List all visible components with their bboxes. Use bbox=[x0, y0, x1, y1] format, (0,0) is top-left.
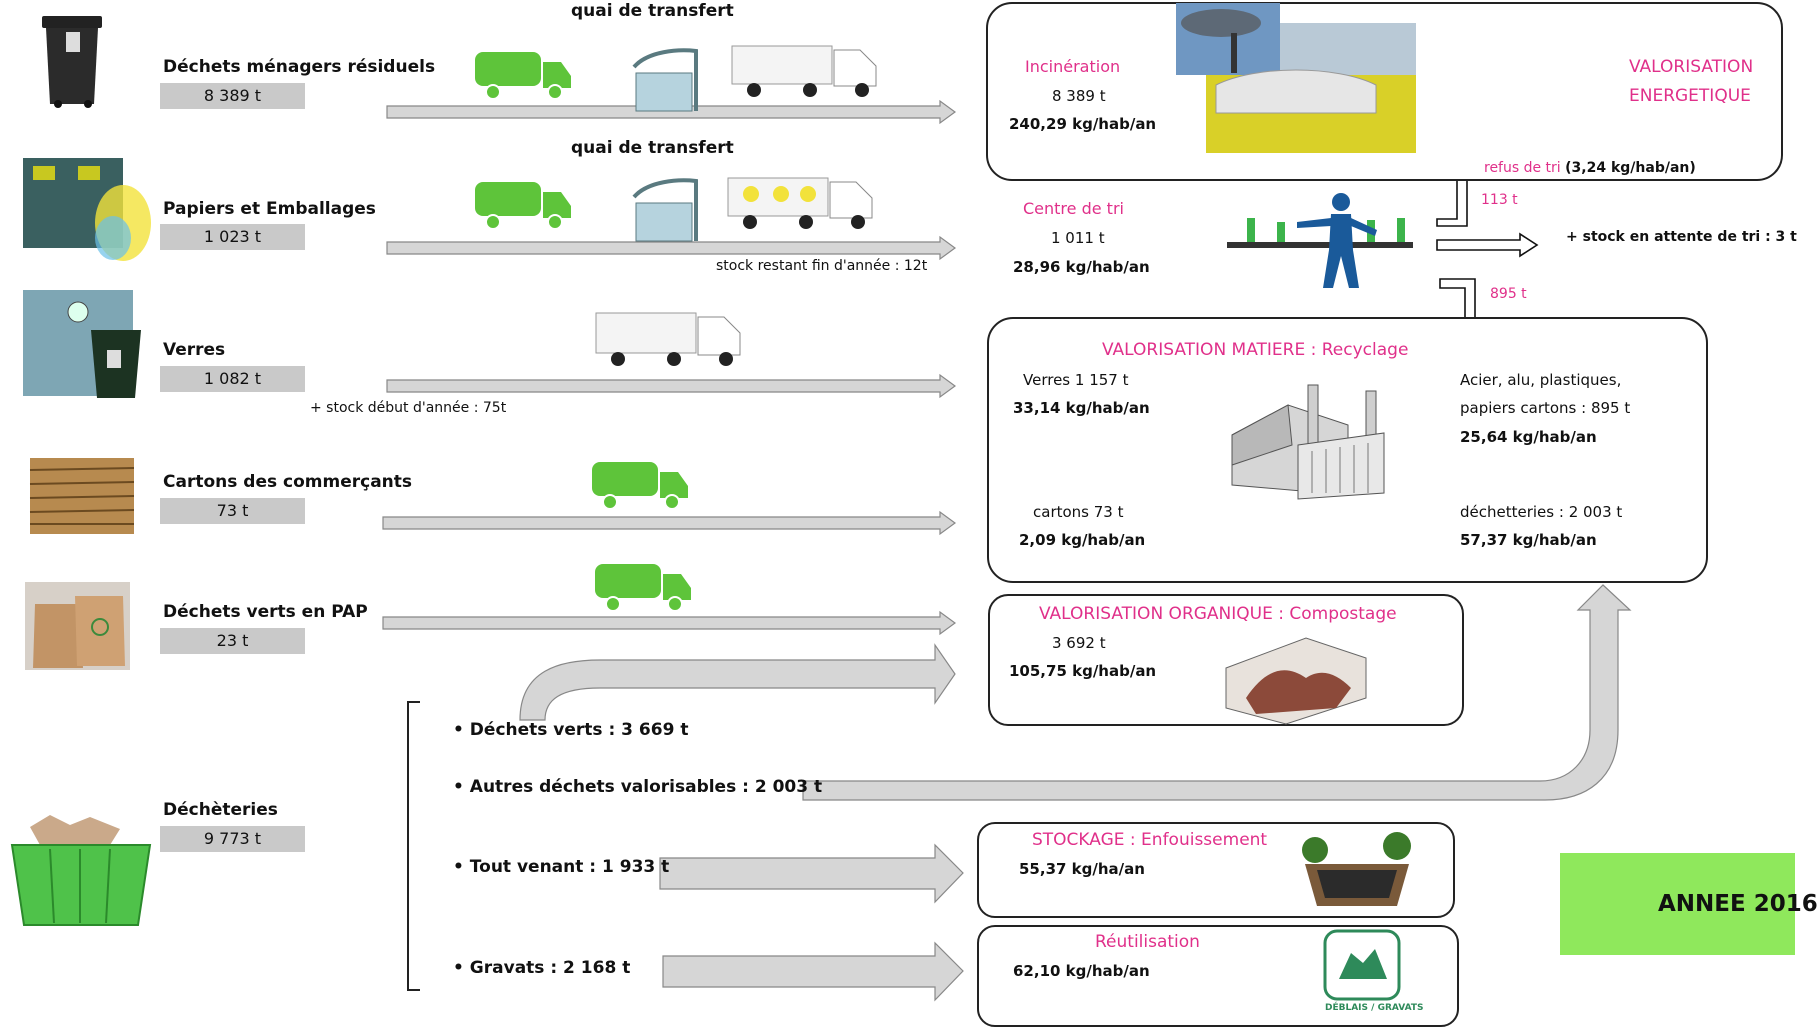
quai-label-2: quai de transfert bbox=[571, 138, 734, 158]
arrow-stock bbox=[1436, 232, 1539, 258]
recyclage-decheteries-ratio: 57,37 kg/hab/an bbox=[1460, 531, 1597, 549]
dumpster-icon bbox=[10, 815, 152, 926]
arrow-papiers bbox=[386, 235, 957, 261]
recyclage-verres: Verres 1 157 t bbox=[1023, 371, 1129, 389]
paper-bags-icon bbox=[25, 582, 130, 670]
compostage-tonnage: 3 692 t bbox=[1052, 634, 1106, 652]
stock-debut-annee: + stock début d'année : 75t bbox=[310, 400, 507, 416]
source-label-cartons: Cartons des commerçants bbox=[163, 472, 413, 492]
incineration-ratio: 240,29 kg/hab/an bbox=[1009, 115, 1157, 133]
arrow-dmr bbox=[386, 99, 957, 125]
compostage-ratio: 105,75 kg/hab/an bbox=[1009, 662, 1157, 680]
source-tonnage-dv-pap: 23 t bbox=[160, 628, 305, 654]
source-tonnage-cartons: 73 t bbox=[160, 498, 305, 524]
source-tonnage-decheteries: 9 773 t bbox=[160, 826, 305, 852]
source-label-dmr: Déchets ménagers résiduels bbox=[163, 57, 436, 77]
valorisation-energetique-line2: ENERGETIQUE bbox=[1629, 86, 1751, 106]
refus-tri-value: (3,24 kg/hab/an) bbox=[1565, 160, 1696, 176]
stock-attente-tri: + stock en attente de tri : 3 t bbox=[1566, 229, 1797, 245]
arrow-gravats bbox=[662, 941, 964, 1002]
rubble-badge-label: DÉBLAIS / GRAVATS bbox=[1325, 1003, 1424, 1013]
truck-icon bbox=[475, 52, 571, 100]
truck-icon bbox=[592, 462, 688, 510]
recyclage-acier-ratio: 25,64 kg/hab/an bbox=[1460, 428, 1597, 446]
waste-bin-icon bbox=[42, 16, 102, 108]
arrow-dv-curve bbox=[519, 643, 956, 721]
refus-tri: refus de tri (3,24 kg/hab/an) bbox=[1484, 160, 1696, 176]
source-label-papiers: Papiers et Emballages bbox=[163, 199, 376, 219]
source-label-dv-pap: Déchets verts en PAP bbox=[163, 602, 368, 622]
recyclage-verres-ratio: 33,14 kg/hab/an bbox=[1013, 399, 1150, 417]
decheterie-item-autres: Autres déchets valorisables : 2 003 t bbox=[453, 777, 822, 797]
decheterie-item-dv: Déchets verts : 3 669 t bbox=[453, 720, 689, 740]
decheterie-bracket bbox=[407, 701, 420, 991]
arrow-cartons bbox=[382, 510, 957, 536]
transfer-dock-icon bbox=[632, 178, 698, 242]
recyclage-decheteries: déchetteries : 2 003 t bbox=[1460, 503, 1623, 521]
reutilisation-ratio: 62,10 kg/hab/an bbox=[1013, 962, 1150, 980]
centre-tri-title: Centre de tri bbox=[1023, 199, 1124, 218]
centre-tri-895: 895 t bbox=[1490, 286, 1527, 302]
cardboard-icon bbox=[29, 458, 135, 534]
incineration-tonnage: 8 389 t bbox=[1052, 87, 1106, 105]
semi-truck-icon bbox=[731, 45, 877, 97]
rubble-badge-icon bbox=[1323, 929, 1401, 1001]
stock-fin-annee: stock restant fin d'année : 12t bbox=[716, 258, 928, 274]
stockage-title: STOCKAGE : Enfouissement bbox=[1032, 830, 1268, 850]
source-tonnage-dmr: 8 389 t bbox=[160, 83, 305, 109]
recyclage-acier-line1: Acier, alu, plastiques, bbox=[1460, 371, 1622, 389]
incinerator-photo bbox=[1176, 3, 1416, 153]
factory-icon bbox=[1231, 384, 1385, 500]
annee-banner: ANNEE 2016 bbox=[1560, 853, 1818, 955]
truck-icon bbox=[595, 564, 691, 612]
arrow-autres bbox=[802, 584, 1632, 801]
decheterie-item-gravats: Gravats : 2 168 t bbox=[453, 958, 631, 978]
refus-tri-label: refus de tri bbox=[1484, 160, 1561, 176]
source-label-decheteries: Déchèteries bbox=[163, 800, 278, 820]
semi-truck-icon bbox=[727, 177, 873, 229]
truck-icon bbox=[475, 182, 571, 230]
source-label-verres: Verres bbox=[163, 340, 226, 360]
landfill-icon bbox=[1302, 832, 1411, 906]
reutilisation-title: Réutilisation bbox=[1095, 932, 1200, 952]
source-tonnage-verres: 1 082 t bbox=[160, 366, 305, 392]
compost-icon bbox=[1225, 637, 1367, 725]
centre-tri-ratio: 28,96 kg/hab/an bbox=[1013, 258, 1150, 276]
arrow-verres bbox=[386, 373, 957, 399]
recyclage-cartons-ratio: 2,09 kg/hab/an bbox=[1019, 531, 1146, 549]
recyclage-title: VALORISATION MATIERE : Recyclage bbox=[1102, 340, 1409, 360]
incineration-title: Incinération bbox=[1025, 57, 1121, 76]
valorisation-energetique-line1: VALORISATION bbox=[1629, 57, 1754, 77]
compostage-title: VALORISATION ORGANIQUE : Compostage bbox=[1039, 604, 1397, 624]
recyclage-cartons: cartons 73 t bbox=[1033, 503, 1124, 521]
refus-113: 113 t bbox=[1481, 192, 1518, 208]
transfer-dock-icon bbox=[632, 48, 698, 112]
recyclage-acier-line2: papiers cartons : 895 t bbox=[1460, 399, 1631, 417]
glass-container-icon bbox=[23, 290, 141, 398]
arrow-dv-pap bbox=[382, 610, 957, 636]
sorting-worker-icon bbox=[1227, 193, 1413, 288]
quai-label-1: quai de transfert bbox=[571, 1, 734, 21]
semi-truck-icon bbox=[595, 312, 741, 366]
decheterie-item-tout-venant: Tout venant : 1 933 t bbox=[453, 857, 670, 877]
centre-tri-tonnage: 1 011 t bbox=[1051, 229, 1105, 247]
arrow-tout-venant bbox=[659, 843, 964, 904]
source-tonnage-papiers: 1 023 t bbox=[160, 224, 305, 250]
stockage-ratio: 55,37 kg/ha/an bbox=[1019, 860, 1145, 878]
recycling-container-icon bbox=[23, 158, 151, 261]
